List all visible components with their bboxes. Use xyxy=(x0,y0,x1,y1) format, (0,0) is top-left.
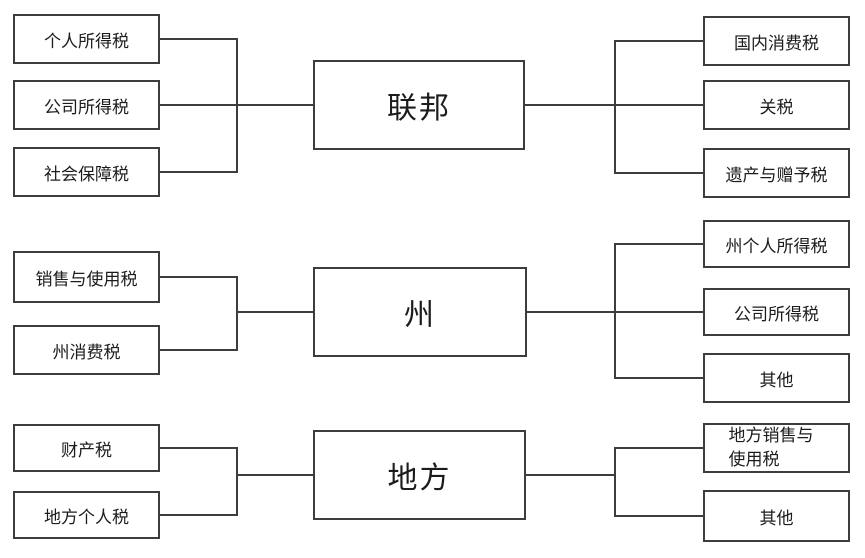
node-tariff: 关税 xyxy=(703,80,850,130)
connector-line xyxy=(236,311,313,313)
node-label: 地方销售与使用税 xyxy=(728,426,814,469)
node-local-personal-tax: 地方个人税 xyxy=(13,491,160,539)
node-state-corporate-income-tax: 公司所得税 xyxy=(703,288,850,336)
node-personal-income-tax: 个人所得税 xyxy=(13,14,160,64)
node-label: 州消费税 xyxy=(52,342,121,362)
node-label: 国内消费税 xyxy=(734,33,819,53)
connector-trunk xyxy=(614,447,616,517)
node-local-other: 其他 xyxy=(703,490,850,542)
connector-line xyxy=(614,172,703,174)
connector-line xyxy=(614,447,703,449)
connector-line xyxy=(236,474,313,476)
connector-line xyxy=(160,38,237,40)
node-label: 个人所得税 xyxy=(44,31,129,51)
node-state-consumption-tax: 州消费税 xyxy=(13,325,160,375)
node-label: 公司所得税 xyxy=(734,304,819,324)
node-local-sales-use-tax: 地方销售与使用税 xyxy=(703,423,850,473)
node-property-tax: 财产税 xyxy=(13,424,160,472)
node-label: 地方个人税 xyxy=(44,507,129,527)
connector-line xyxy=(614,311,703,313)
node-sales-use-tax: 销售与使用税 xyxy=(13,251,160,303)
connector-line xyxy=(527,311,615,313)
node-label: 州 xyxy=(404,299,436,332)
node-label: 关税 xyxy=(759,97,794,117)
node-label: 遗产与赠予税 xyxy=(725,165,828,185)
connector-trunk xyxy=(614,40,616,174)
connector-line xyxy=(160,171,237,173)
node-label: 联邦 xyxy=(387,92,451,125)
connector-trunk xyxy=(236,276,238,351)
node-corporate-income-tax: 公司所得税 xyxy=(13,80,160,130)
node-state-personal-income-tax: 州个人所得税 xyxy=(703,220,850,268)
connector-line xyxy=(525,104,615,106)
connector-line xyxy=(614,243,703,245)
connector-line xyxy=(160,514,237,516)
connector-line xyxy=(614,104,703,106)
node-federal: 联邦 xyxy=(313,60,525,150)
node-label: 其他 xyxy=(759,370,794,390)
connector-line xyxy=(614,515,703,517)
node-social-security-tax: 社会保障税 xyxy=(13,147,160,197)
connector-line xyxy=(614,40,703,42)
node-label: 州个人所得税 xyxy=(725,236,828,256)
connector-line xyxy=(160,447,237,449)
node-local: 地方 xyxy=(313,430,526,520)
node-domestic-consumption-tax: 国内消费税 xyxy=(703,16,850,66)
connector-line xyxy=(526,474,615,476)
node-label: 地方 xyxy=(387,462,452,495)
node-label: 其他 xyxy=(759,508,794,528)
connector-line xyxy=(160,276,237,278)
node-label: 公司所得税 xyxy=(44,97,129,117)
node-state: 州 xyxy=(313,267,527,357)
connector-line xyxy=(160,349,237,351)
node-label: 社会保障税 xyxy=(44,164,129,184)
connector-trunk xyxy=(236,38,238,173)
connector-line xyxy=(614,377,703,379)
connector-trunk xyxy=(236,447,238,516)
node-estate-gift-tax: 遗产与赠予税 xyxy=(703,148,850,198)
node-label: 财产税 xyxy=(61,440,112,460)
node-state-other: 其他 xyxy=(703,353,850,403)
node-label: 销售与使用税 xyxy=(35,269,138,289)
